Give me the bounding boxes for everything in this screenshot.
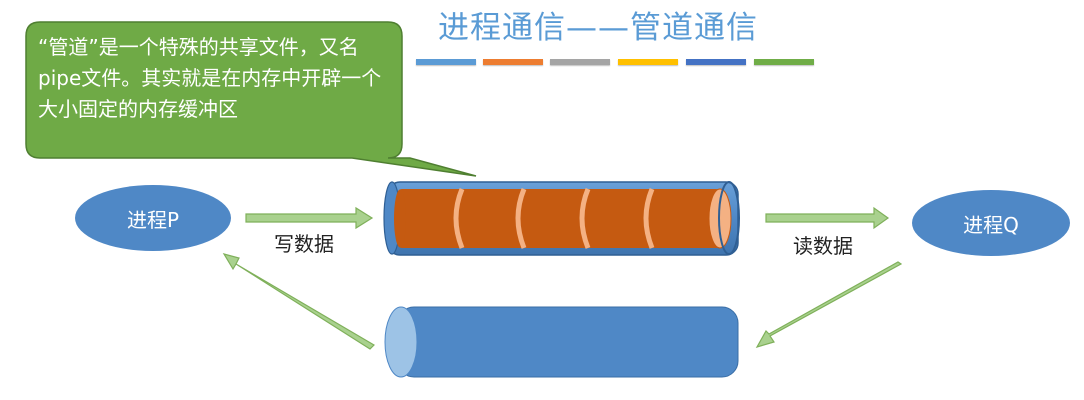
accent-bar-gray: [550, 59, 610, 65]
buffer-separator: [453, 188, 465, 249]
accent-bar-navy: [686, 59, 746, 65]
callout-bubble: [25, 21, 477, 177]
buffer-separator: [579, 188, 591, 249]
buffer-data-fill: [398, 189, 720, 248]
accent-bar-orange: [483, 59, 543, 65]
callout-text: “管道”是一个特殊的共享文件，又名pipe文件。其实就是在内存中开辟一个大小固定…: [38, 35, 382, 121]
process-p-node: 进程P: [75, 185, 231, 251]
buffer-data-left-end: [394, 189, 406, 248]
accent-bar-yellow: [618, 59, 678, 65]
read-arrow: [765, 206, 890, 230]
buffer-data: [394, 188, 732, 249]
process-p-label: 进程P: [126, 207, 180, 232]
buffer-separator: [515, 188, 527, 249]
return-pipe: [384, 306, 739, 378]
data-pipe: [383, 181, 740, 256]
process-q-label: 进程Q: [963, 212, 1019, 237]
write-arrow: [245, 206, 374, 230]
accent-bar-green: [754, 59, 814, 65]
data-pipe-right-opening: [718, 181, 740, 255]
callout-shape: [25, 21, 477, 177]
buffer-separator: [643, 188, 655, 249]
read-data-label: 读数据: [793, 234, 853, 258]
return-pipe-body: [397, 306, 739, 378]
accent-bar-blue: [416, 59, 476, 65]
return-pipe-left-end: [384, 306, 418, 378]
page-title: 进程通信——管道通信: [438, 10, 758, 46]
return-arrow-q: [755, 261, 903, 348]
write-data-label: 写数据: [274, 232, 334, 256]
return-arrow-p: [222, 253, 375, 350]
process-q-node: 进程Q: [912, 190, 1070, 256]
